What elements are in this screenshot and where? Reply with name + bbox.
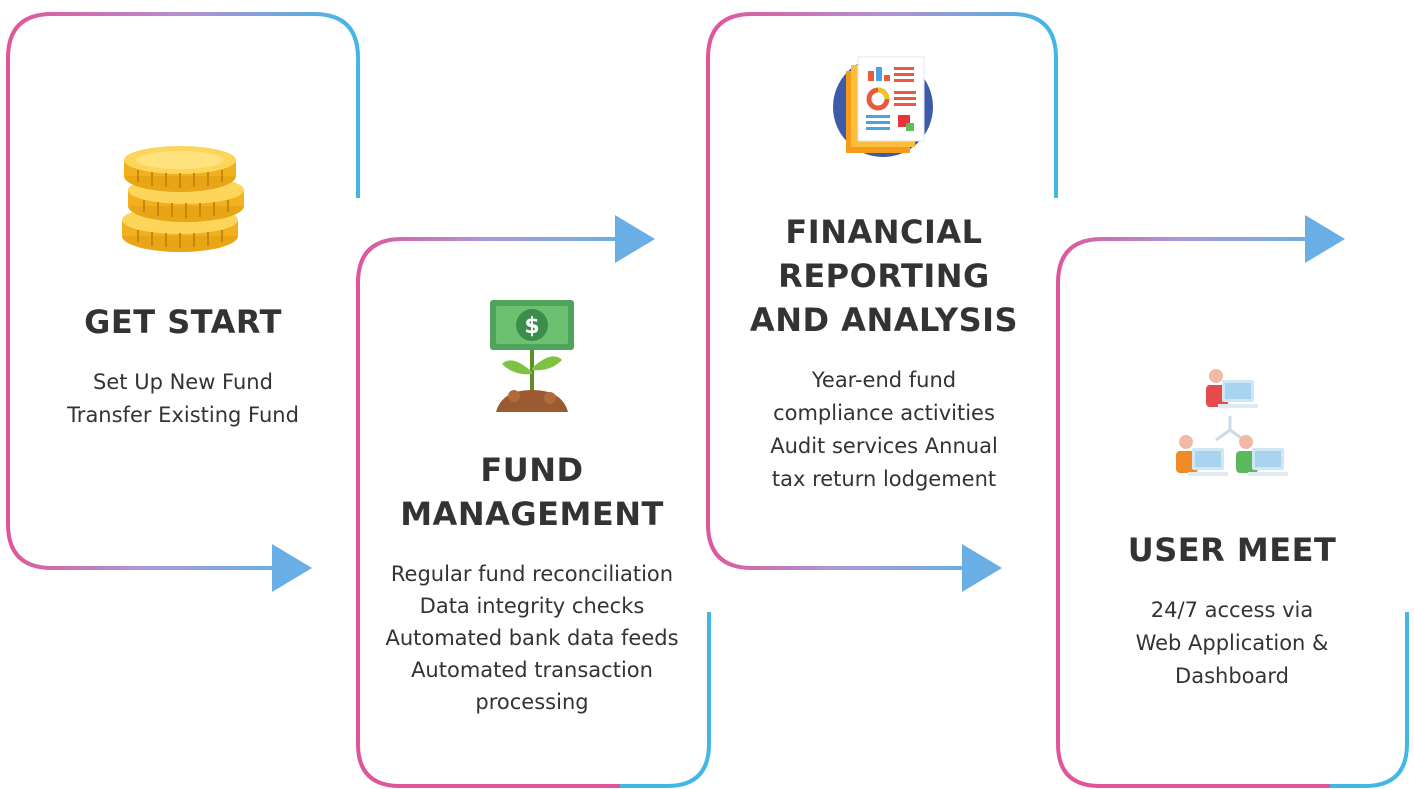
frame-financial-reporting xyxy=(706,12,1058,592)
coins-stack-icon xyxy=(122,146,244,252)
description-line: tax return lodgement xyxy=(771,467,997,491)
description-line: Dashboard xyxy=(1175,664,1289,688)
step-title-line: MANAGEMENT xyxy=(400,495,664,533)
step-description: Regular fund reconciliation Data integri… xyxy=(362,558,702,718)
step-title-line: REPORTING xyxy=(778,257,990,295)
svg-text:$: $ xyxy=(524,314,539,339)
description-line: Set Up New Fund xyxy=(93,370,273,394)
frame-user-meet xyxy=(1056,215,1409,788)
step-title-line: GET START xyxy=(84,303,282,341)
description-line: Automated bank data feeds xyxy=(385,626,679,650)
description-line: Web Application & xyxy=(1135,631,1329,655)
description-line: Automated transaction xyxy=(411,658,653,682)
step-title-line: FINANCIAL xyxy=(785,213,983,251)
step-description: 24/7 access via Web Application & Dashbo… xyxy=(1064,594,1400,693)
description-line: Transfer Existing Fund xyxy=(67,403,299,427)
money-plant-icon: $ xyxy=(490,300,574,412)
step-user-meet: USER MEET 24/7 access via Web Applicatio… xyxy=(1064,528,1400,693)
description-line: Regular fund reconciliation xyxy=(390,562,674,586)
step-title: USER MEET xyxy=(1064,528,1400,572)
step-get-start: GET START Set Up New Fund Transfer Exist… xyxy=(18,300,348,432)
step-title: GET START xyxy=(18,300,348,344)
description-line: Year-end fund xyxy=(811,368,957,392)
description-line: Data integrity checks xyxy=(419,594,645,618)
step-title-line: USER MEET xyxy=(1127,531,1337,569)
frame-get-start xyxy=(6,12,360,592)
frame-fund-management xyxy=(356,215,711,788)
step-title-line: AND ANALYSIS xyxy=(749,301,1019,339)
step-financial-reporting: FINANCIAL REPORTING AND ANALYSIS Year-en… xyxy=(714,210,1054,496)
step-title: FUND MANAGEMENT xyxy=(362,448,702,536)
description-line: processing xyxy=(475,690,589,714)
step-title-line: FUND xyxy=(480,451,584,489)
description-line: Audit services Annual xyxy=(770,434,998,458)
description-line: 24/7 access via xyxy=(1150,598,1314,622)
user-network-icon xyxy=(1176,369,1288,476)
report-document-icon xyxy=(833,56,933,157)
step-description: Set Up New Fund Transfer Existing Fund xyxy=(18,366,348,432)
description-line: compliance activities xyxy=(773,401,995,425)
step-title: FINANCIAL REPORTING AND ANALYSIS xyxy=(714,210,1054,342)
step-fund-management: FUND MANAGEMENT Regular fund reconciliat… xyxy=(362,448,702,718)
step-description: Year-end fund compliance activities Audi… xyxy=(714,364,1054,496)
